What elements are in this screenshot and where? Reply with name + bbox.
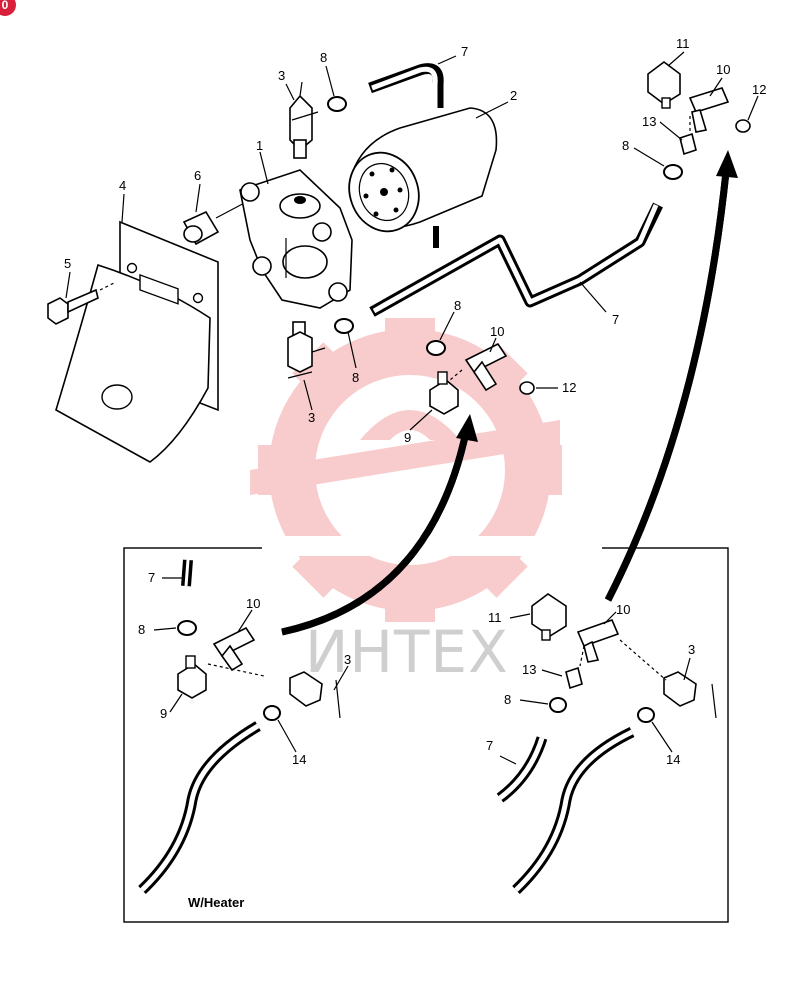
callout-4: 4	[119, 178, 126, 193]
callout-inset-right-8: 8	[504, 692, 511, 707]
callout-8-center: 8	[454, 298, 461, 313]
callout-inset-right-13: 13	[522, 662, 536, 677]
fuel-hose-top	[368, 63, 444, 108]
hose-clamp-right	[663, 164, 683, 180]
callout-inset-right-7: 7	[486, 738, 493, 753]
callout-3-top: 3	[278, 68, 285, 83]
callout-7-top: 7	[461, 44, 468, 59]
watermark-gear-logo	[250, 318, 562, 622]
callout-inset-right-10: 10	[616, 602, 630, 617]
hose-clamp-left	[334, 318, 354, 334]
inset-right-clamp-lower	[637, 707, 655, 723]
inset-left-tee	[212, 626, 256, 672]
hose-clamp-top	[327, 96, 347, 112]
inset-right-heater-hose	[512, 727, 635, 894]
callout-inset-right-14: 14	[666, 752, 680, 767]
fuel-filter	[348, 107, 498, 233]
pipe-plug-center	[519, 381, 535, 395]
callout-11-right: 11	[676, 36, 690, 51]
callout-12-center: 12	[562, 380, 576, 395]
callout-inset-left-8: 8	[138, 622, 145, 637]
leader-lines-main	[65, 51, 759, 431]
callout-12-right: 12	[752, 82, 766, 97]
inset-right-hose-short	[496, 736, 548, 803]
callout-8-top: 8	[320, 50, 327, 65]
watermark-text: ИНТЕХ	[305, 618, 509, 686]
tee-fitting-right	[688, 87, 730, 133]
callout-9: 9	[404, 430, 411, 445]
callout-inset-right-11: 11	[488, 610, 502, 625]
spacer	[182, 199, 251, 246]
pipe-plug-right	[735, 119, 751, 133]
inset-right-reducer	[565, 666, 583, 690]
inset-right-elbow	[531, 593, 567, 641]
callout-3-bottom: 3	[308, 410, 315, 425]
inset-frame-break	[262, 536, 602, 556]
filter-head	[239, 169, 353, 309]
callout-inset-left-14: 14	[292, 752, 306, 767]
corner-badge: 0	[0, 0, 16, 16]
inset-left-hose-short	[181, 559, 193, 587]
inset-left-clamp	[177, 620, 197, 636]
callout-2: 2	[510, 88, 517, 103]
callout-inset-left-9: 9	[160, 706, 167, 721]
callout-10-right: 10	[716, 62, 730, 77]
bolt	[47, 281, 117, 325]
callout-5: 5	[64, 256, 71, 271]
drain-valve-bottom	[287, 321, 326, 379]
callout-6: 6	[194, 168, 201, 183]
inset-right-clamp	[549, 697, 567, 713]
inset-left-clamp-lower	[263, 705, 281, 721]
callout-1: 1	[256, 138, 263, 153]
inset-right-valve	[663, 671, 717, 719]
inset-right-tee	[576, 618, 620, 663]
drain-valve-top	[289, 81, 319, 159]
inset-left-elbow	[177, 655, 207, 699]
callout-7-mid: 7	[612, 312, 619, 327]
mounting-bracket	[55, 220, 219, 463]
callout-10-center: 10	[490, 324, 504, 339]
elbow-fitting-right	[647, 61, 681, 109]
callout-inset-left-7: 7	[148, 570, 155, 585]
heater-inset-label: W/Heater	[188, 895, 244, 910]
callout-inset-left-3: 3	[344, 652, 351, 667]
hose-clamp-center	[426, 340, 446, 356]
inset-left-heater-hose	[138, 721, 261, 894]
elbow-fitting-center	[429, 371, 459, 415]
fuel-hose-mid	[369, 202, 663, 317]
inset-left-leaders	[153, 577, 349, 753]
callout-inset-right-3: 3	[688, 642, 695, 657]
tee-fitting-center	[464, 342, 508, 392]
callout-8-right: 8	[622, 138, 629, 153]
callout-labels: 1 2 3 3 4 5 6 7 7 8 8 8 8 9 10 10 11 12 …	[64, 36, 766, 767]
callout-13-right: 13	[642, 114, 656, 129]
callout-inset-left-10: 10	[246, 596, 260, 611]
inset-right-leaders	[499, 611, 691, 765]
reducer-right	[679, 132, 697, 156]
callout-8-left: 8	[352, 370, 359, 385]
